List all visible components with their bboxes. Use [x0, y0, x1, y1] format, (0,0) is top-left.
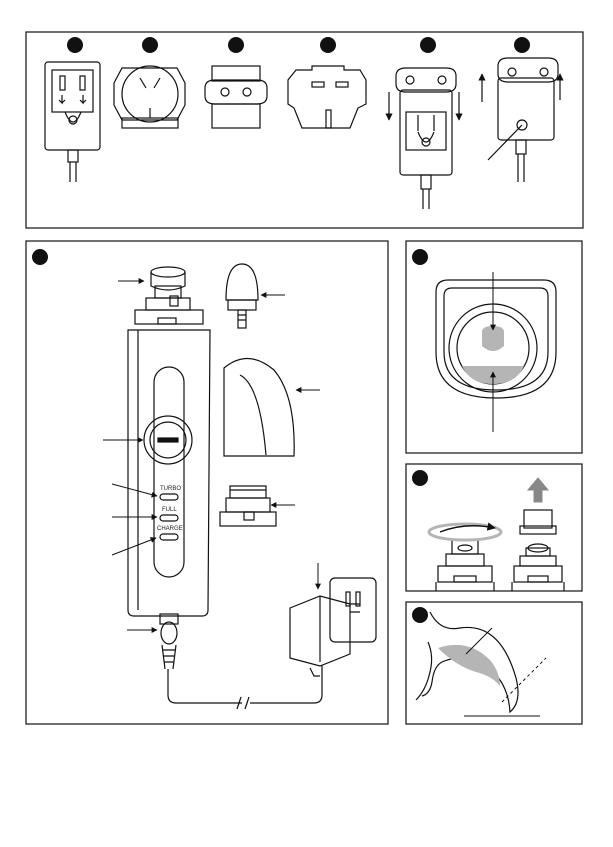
- step-marker-4: [320, 37, 336, 53]
- protective-cap: [224, 358, 294, 456]
- step-marker-guide: [412, 249, 428, 265]
- nail-guide-panel: [406, 241, 582, 453]
- device-panel: TURBO FULL CHARGE: [26, 241, 388, 724]
- wall-charger: [290, 578, 376, 676]
- sanding-cone-attachment: [226, 264, 258, 328]
- adapter-panel: [26, 32, 583, 228]
- step-marker-1: [67, 37, 83, 53]
- rotate-arrow-icon: [429, 524, 501, 540]
- step-marker-main: [32, 249, 48, 265]
- adapter-remove-step: [482, 58, 560, 182]
- eu-plug-adapter: [205, 66, 267, 128]
- cut-line: [502, 658, 546, 702]
- head-change-panel: [406, 464, 582, 591]
- au-plug-adapter: [114, 66, 185, 128]
- adapter-attach-step: [389, 68, 459, 209]
- lift-arrow-icon: [528, 478, 548, 502]
- step-marker-6: [514, 37, 530, 53]
- charger-base-adapter: [45, 62, 100, 182]
- head-rotate-device: [436, 540, 494, 591]
- step-marker-2: [142, 37, 158, 53]
- step-marker-angle: [412, 607, 428, 623]
- step-marker-5: [420, 37, 436, 53]
- step-marker-3: [228, 37, 244, 53]
- uk-plug-adapter: [288, 66, 366, 128]
- turbo-label: TURBO: [160, 486, 181, 492]
- nail-angle-panel: [406, 602, 582, 724]
- quick-pointer: [466, 628, 492, 654]
- step-marker-row: [67, 37, 530, 53]
- head-lift-device: [512, 510, 564, 591]
- grinding-head-attachment: [220, 486, 276, 526]
- charge-label: CHARGE: [157, 526, 183, 532]
- nail-grinder-device: [128, 267, 322, 709]
- full-label: FULL: [162, 507, 177, 513]
- step-marker-head: [412, 470, 428, 486]
